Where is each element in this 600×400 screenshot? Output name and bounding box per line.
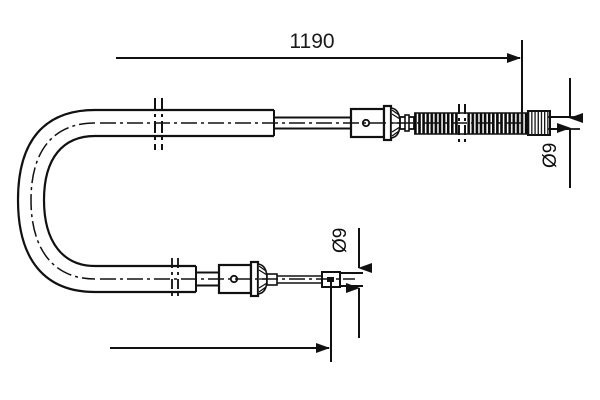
dimension-label-upper-diameter: Ø9: [540, 143, 561, 168]
dimension-overall-length: 1190: [116, 30, 523, 132]
lower-sheath-break: [171, 258, 179, 300]
lower-wire: [277, 275, 322, 284]
dimension-label-lower-diameter: Ø9: [330, 228, 351, 253]
upper-terminal: [527, 110, 571, 136]
upper-spring-break: [458, 104, 466, 146]
upper-branch: [95, 98, 571, 150]
dimension-label-overall-length: 1190: [289, 30, 334, 53]
upper-rod: [274, 116, 351, 130]
lower-rod: [196, 271, 219, 287]
dimension-upper-diameter: Ø9: [540, 78, 583, 188]
upper-sheath-break: [154, 98, 163, 150]
cable-u-bend: [16, 108, 96, 294]
dimension-lower-length: [110, 282, 332, 362]
dimension-lower-diameter: Ø9: [330, 228, 372, 338]
lower-branch: [95, 258, 363, 300]
